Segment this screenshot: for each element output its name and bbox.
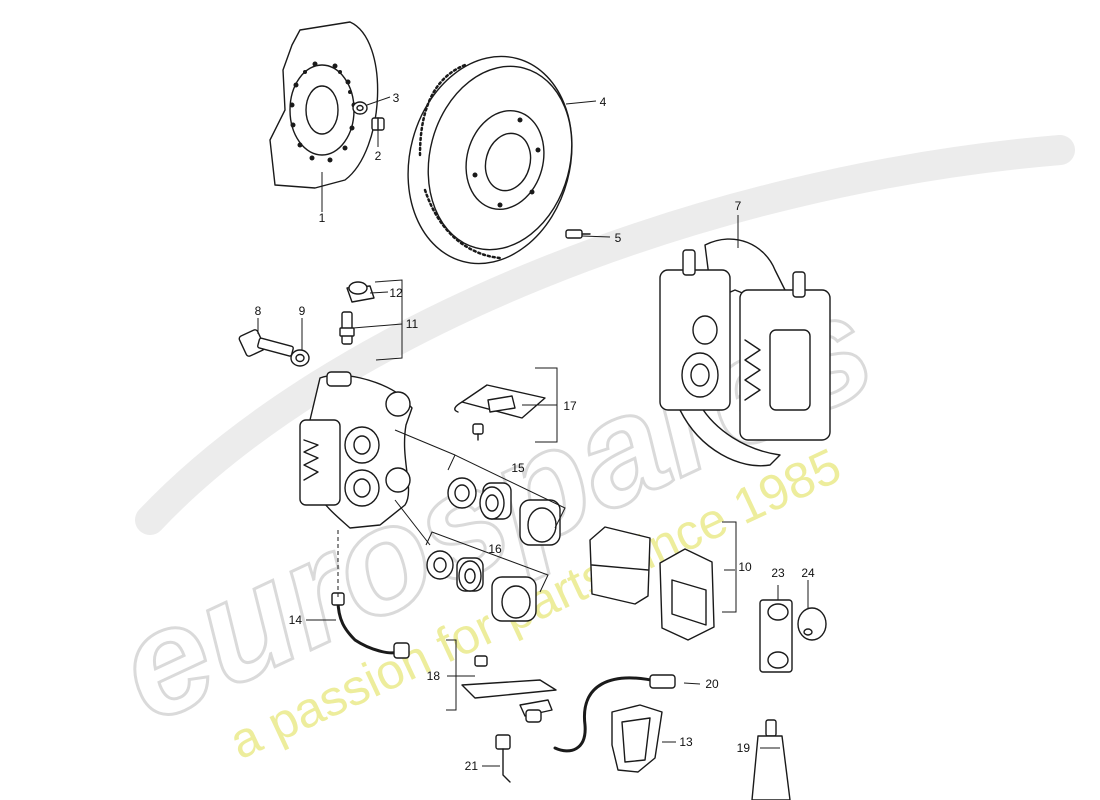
piston-set-lower [426, 550, 537, 622]
callout-3: 3 [393, 91, 400, 105]
callout-21: 21 [465, 759, 479, 773]
callout-7: 7 [735, 199, 742, 213]
pad-spring-plate [454, 384, 546, 441]
retainer-clip [461, 655, 557, 717]
anti-squeal-shim [759, 599, 793, 673]
bleed-valve-fitting [495, 734, 511, 783]
shield-washer [352, 101, 368, 115]
callout-14: 14 [289, 613, 303, 627]
brake-line [331, 592, 410, 659]
brake-caliper-assembly [659, 238, 831, 467]
brake-caliper-housing [299, 371, 413, 529]
callout-12: 12 [389, 286, 403, 300]
callout-11: 11 [406, 317, 419, 331]
piston-set-upper [447, 477, 561, 546]
callout-4: 4 [600, 95, 607, 109]
leader-lines [257, 96, 809, 767]
callout-1: 1 [319, 211, 326, 225]
callout-19: 19 [737, 741, 751, 755]
callout-18: 18 [427, 669, 441, 683]
callout-20: 20 [705, 677, 719, 691]
callout-23: 23 [771, 566, 785, 580]
callout-15: 15 [511, 461, 525, 475]
callout-17: 17 [563, 399, 577, 413]
watermark-swoosh [135, 135, 1075, 535]
grease-tube [751, 719, 791, 800]
watermark: eurospares a passion for parts since 198… [91, 135, 1075, 770]
callout-13: 13 [679, 735, 693, 749]
shield-bolt [371, 117, 385, 131]
callout-16: 16 [488, 542, 502, 556]
bleed-screw-cap [346, 281, 375, 303]
callout-8: 8 [255, 304, 262, 318]
brake-hose [525, 674, 676, 753]
bleed-screw [339, 311, 355, 345]
pad-wear-sensor [611, 704, 663, 773]
brake-disc [407, 55, 573, 265]
callout-5: 5 [615, 231, 622, 245]
brake-pads [589, 526, 715, 641]
caliper-bolt [238, 329, 294, 357]
bolt-washer [290, 349, 310, 367]
round-shim [797, 607, 827, 641]
callout-9: 9 [299, 304, 306, 318]
callout-labels: 1 2 3 4 5 7 8 9 12 11 17 15 16 10 23 24 … [255, 91, 815, 773]
callout-2: 2 [375, 149, 382, 163]
callout-24: 24 [801, 566, 815, 580]
brake-splash-shield [269, 21, 379, 189]
callout-10: 10 [738, 560, 752, 574]
disc-screw [565, 229, 591, 239]
